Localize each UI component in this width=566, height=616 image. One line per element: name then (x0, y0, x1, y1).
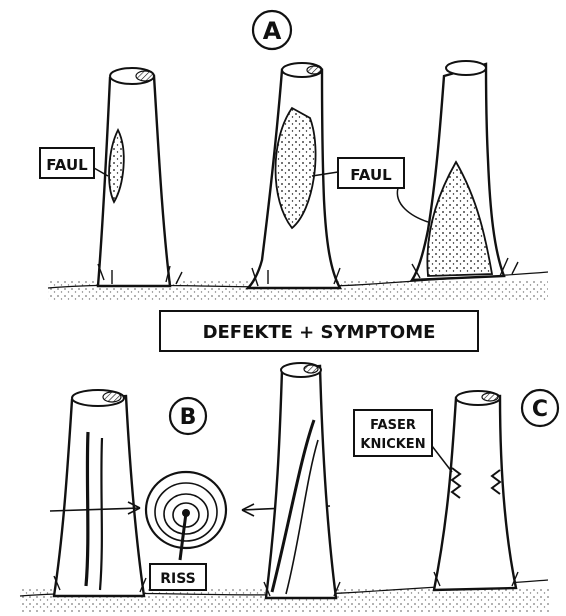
tree-a2 (248, 63, 340, 288)
section-a: A FAUL (40, 11, 548, 351)
faul-label-middle: FAUL (312, 158, 428, 222)
tree-a1 (98, 68, 182, 286)
tree-a3 (412, 61, 518, 280)
faser-knicken-label: FASER KNICKEN (354, 410, 452, 472)
svg-text:FAUL: FAUL (350, 166, 392, 184)
section-c: C FASER KNICKEN (354, 390, 558, 590)
title-box: DEFEKTE + SYMPTOME (160, 311, 478, 351)
section-b-letter: B (180, 405, 197, 430)
section-c-marker: C (522, 390, 558, 426)
title-label: DEFEKTE + SYMPTOME (203, 322, 436, 343)
section-a-marker: A (253, 11, 291, 49)
section-c-letter: C (532, 397, 548, 422)
svg-text:FASER: FASER (370, 418, 416, 433)
riss-label: RISS (150, 564, 206, 590)
tree-b1 (54, 390, 146, 596)
svg-text:RISS: RISS (160, 571, 196, 587)
tree-c (434, 391, 518, 590)
tree-b2 (264, 363, 340, 598)
svg-text:FAUL: FAUL (46, 156, 88, 174)
section-b-marker: B (170, 398, 206, 434)
svg-text:KNICKEN: KNICKEN (360, 437, 425, 452)
faul-label-left: FAUL (40, 148, 108, 178)
section-a-letter: A (263, 17, 282, 45)
cross-section (146, 472, 226, 560)
